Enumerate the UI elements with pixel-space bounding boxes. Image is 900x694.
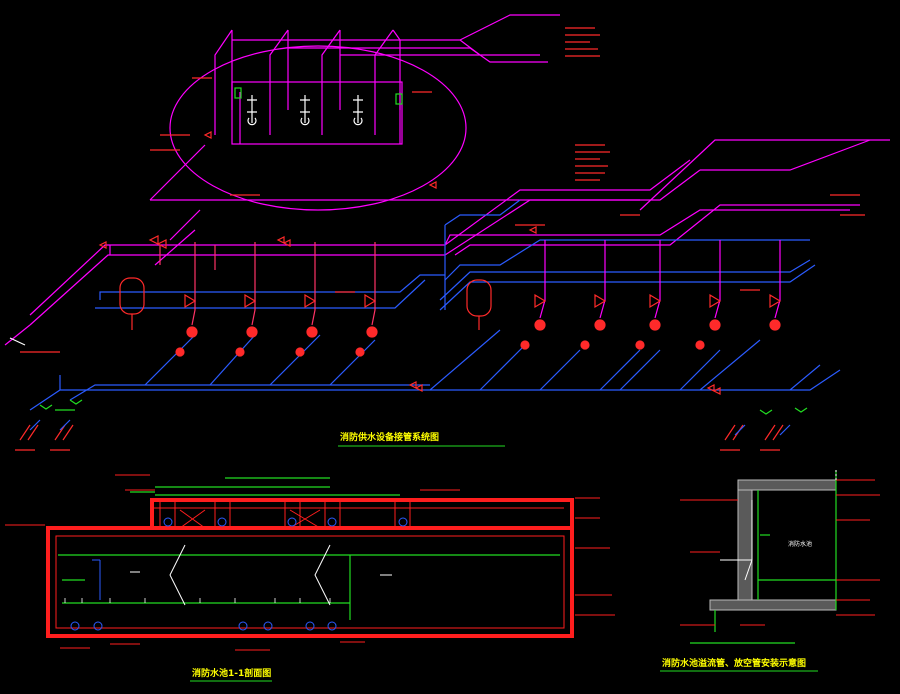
section-drawing: 消防水池1-1剖面图 xyxy=(5,474,615,682)
pressure-tank-icon xyxy=(119,277,145,330)
connector-stubs xyxy=(39,399,808,415)
pressure-tank-icon xyxy=(466,279,492,330)
detail-callout-circle xyxy=(169,45,467,211)
fire-pump-icon xyxy=(520,319,781,350)
detail-green-lines xyxy=(690,470,837,644)
system-diagram: 消防供水设备接管系统图 xyxy=(4,14,890,451)
main-supply-lines xyxy=(29,139,890,326)
section-white-lines xyxy=(130,544,392,606)
pipe-circles xyxy=(70,517,408,631)
gauge-green-left xyxy=(234,87,242,99)
detail-title: 消防水池溢流管、放空管安装示意图 xyxy=(662,657,806,669)
top-risers xyxy=(214,14,560,135)
detail-pipe xyxy=(720,500,753,581)
pump-branches-left xyxy=(159,242,376,326)
connector-stubs-left xyxy=(15,424,784,451)
blue-headers xyxy=(95,199,816,311)
left-outlet-line xyxy=(4,324,31,346)
gate-valve-icon xyxy=(98,131,721,395)
connector-stubs-blue xyxy=(29,419,791,436)
annotation-block-top-right xyxy=(565,27,600,57)
gauge-green-right xyxy=(395,93,403,105)
suction-headers xyxy=(29,329,841,411)
fire-pump-icon xyxy=(175,326,378,357)
section-blue-lines xyxy=(92,559,101,600)
detail-drawing: 消防水池 消防水池溢流管、放空管安装示意图 xyxy=(660,470,880,672)
left-outlet-marker xyxy=(9,337,26,346)
section-dimension-marks xyxy=(64,598,331,603)
top-slab-pillars xyxy=(159,502,411,528)
section-title: 消防水池1-1剖面图 xyxy=(192,667,271,679)
detail-red-lines xyxy=(680,479,880,626)
pump-branches-right xyxy=(539,240,781,319)
section-leader-marks xyxy=(5,474,615,651)
annotation-block-right xyxy=(575,144,610,181)
equipment-fittings xyxy=(247,95,363,126)
annotation-marks-misc xyxy=(20,77,865,353)
tank-walls-inner xyxy=(55,507,565,629)
detail-room-label: 消防水池 xyxy=(788,540,812,548)
system-title: 消防供水设备接管系统图 xyxy=(340,431,439,443)
check-valve-icon xyxy=(184,293,782,309)
equipment-box xyxy=(231,81,403,145)
tank-walls xyxy=(46,498,574,638)
